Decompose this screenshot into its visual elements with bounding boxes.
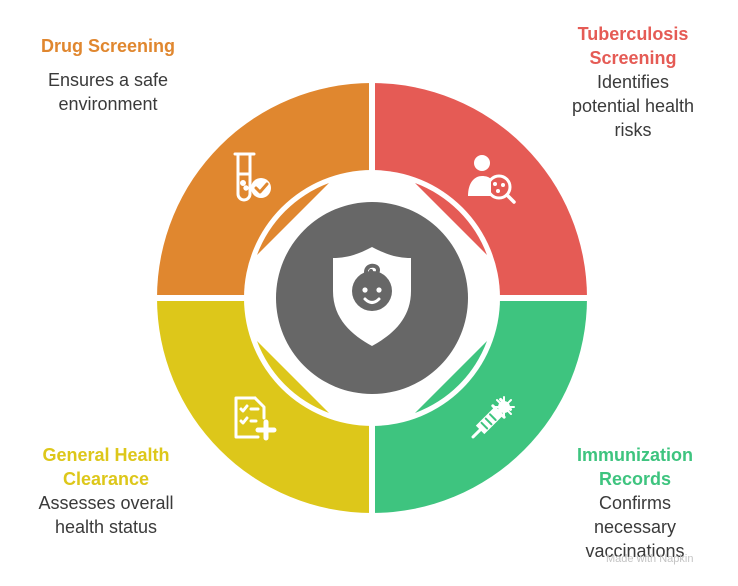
- clipboard-checklist-plus-icon: [234, 396, 277, 441]
- general-health-title-line1: General Health: [42, 445, 170, 465]
- tuberculosis-title-line2: Screening: [589, 48, 677, 68]
- immunization-title-line1: Immunization: [577, 445, 693, 465]
- drug-screening-label: Drug Screening Ensures a safe environmen…: [20, 34, 196, 116]
- immunization-title-line2: Records: [598, 469, 672, 489]
- drug-screening-desc-line2: environment: [58, 94, 158, 114]
- baby-shield-icon: [333, 247, 411, 346]
- immunization-records-label: Immunization Records Confirms necessary …: [550, 443, 720, 563]
- person-virus-search-icon: [468, 155, 516, 204]
- tuberculosis-screening-label: Tuberculosis Screening Identifies potent…: [548, 22, 718, 142]
- tuberculosis-title-line1: Tuberculosis: [577, 24, 689, 44]
- general-health-clearance-label: General Health Clearance Assesses overal…: [18, 443, 194, 539]
- segment-notches: [257, 183, 487, 413]
- tuberculosis-desc-line2: potential health: [571, 96, 695, 116]
- test-tube-check-icon: [233, 152, 271, 202]
- immunization-desc-line3: vaccinations: [585, 541, 685, 561]
- immunization-desc-line1: Confirms: [598, 493, 671, 513]
- watermark: Made with Napkin: [606, 553, 694, 565]
- tuberculosis-desc-line3: risks: [614, 120, 652, 140]
- general-health-desc-line2: health status: [54, 517, 158, 537]
- immunization-desc-line2: necessary: [593, 517, 677, 537]
- tuberculosis-desc-line1: Identifies: [596, 72, 670, 92]
- drug-screening-title: Drug Screening: [40, 36, 176, 56]
- drug-screening-desc-line1: Ensures a safe: [47, 70, 169, 90]
- general-health-desc-line1: Assesses overall: [38, 493, 174, 513]
- syringe-virus-icon: [471, 396, 515, 439]
- general-health-title-line2: Clearance: [62, 469, 150, 489]
